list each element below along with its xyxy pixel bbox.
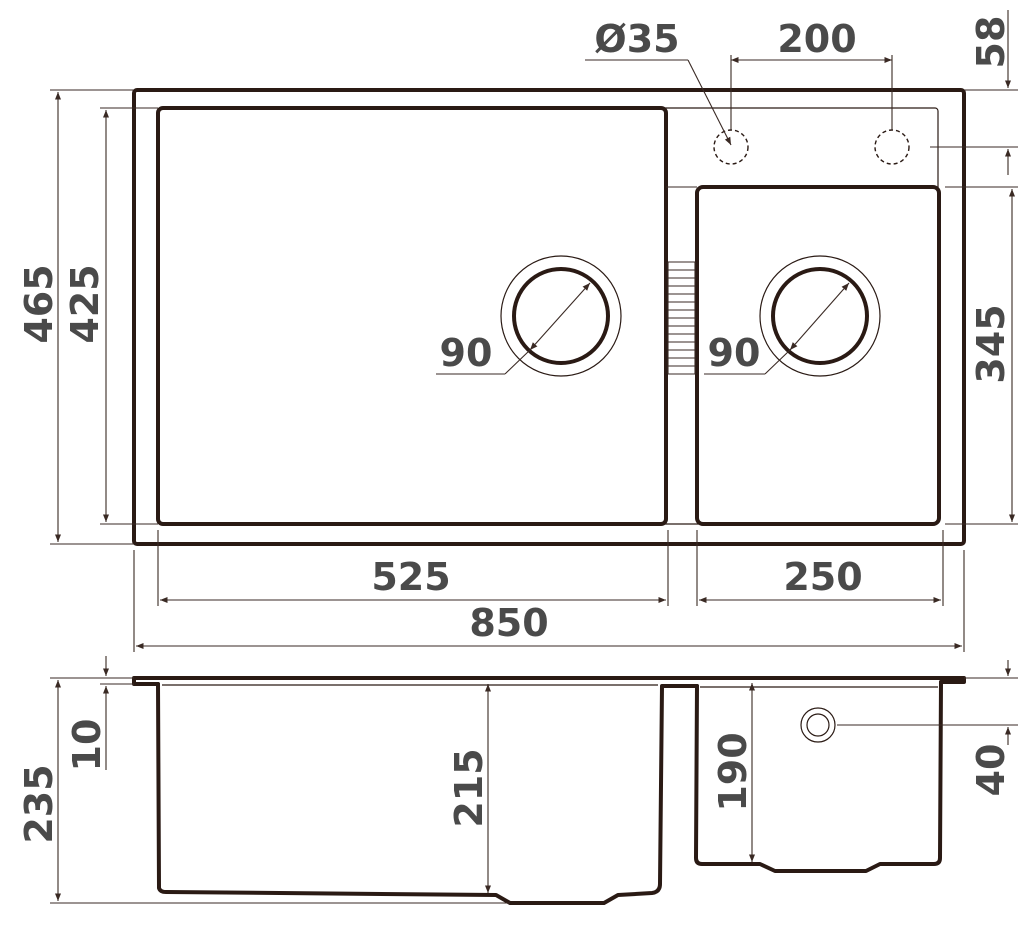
small-bowl-height-label: 345 <box>969 304 1013 383</box>
small-bowl-width-label: 250 <box>783 555 862 599</box>
small-bowl-profile <box>694 680 943 873</box>
main-bowl-depth-label: 215 <box>447 748 491 827</box>
small-drain-label: 90 <box>708 331 761 375</box>
overall-width-label: 850 <box>469 601 548 645</box>
overflow-offset-label: 40 <box>969 744 1013 797</box>
small-drain <box>704 255 881 377</box>
rim-thickness-label: 10 <box>65 719 109 772</box>
top-view: Ø35 200 58 465 425 345 90 90 525 250 850 <box>17 10 1018 652</box>
sink-outer-outline <box>132 88 966 546</box>
overflow-hole <box>800 707 836 743</box>
main-bowl-profile <box>156 682 699 905</box>
tap-spacing-label: 200 <box>777 17 856 61</box>
small-bowl-outline <box>695 185 941 526</box>
overall-height-label: 465 <box>17 264 61 343</box>
small-bowl-depth-label: 190 <box>711 732 755 811</box>
tap-hole-left <box>713 129 749 165</box>
main-bowl-height-label: 425 <box>63 264 107 343</box>
side-view: 235 10 215 190 40 <box>17 656 1018 905</box>
main-bowl-width-label: 525 <box>371 555 450 599</box>
divider-grooves <box>667 261 696 375</box>
tap-hole-right <box>874 129 910 165</box>
tap-offset-label: 58 <box>969 16 1013 69</box>
main-bowl-outline <box>156 106 668 526</box>
main-drain-label: 90 <box>440 331 493 375</box>
tap-deck-outline <box>157 107 939 525</box>
rim-outline <box>132 676 966 686</box>
overall-depth-label: 235 <box>17 764 61 843</box>
tap-diameter-label: Ø35 <box>594 17 679 61</box>
main-drain <box>436 255 622 377</box>
